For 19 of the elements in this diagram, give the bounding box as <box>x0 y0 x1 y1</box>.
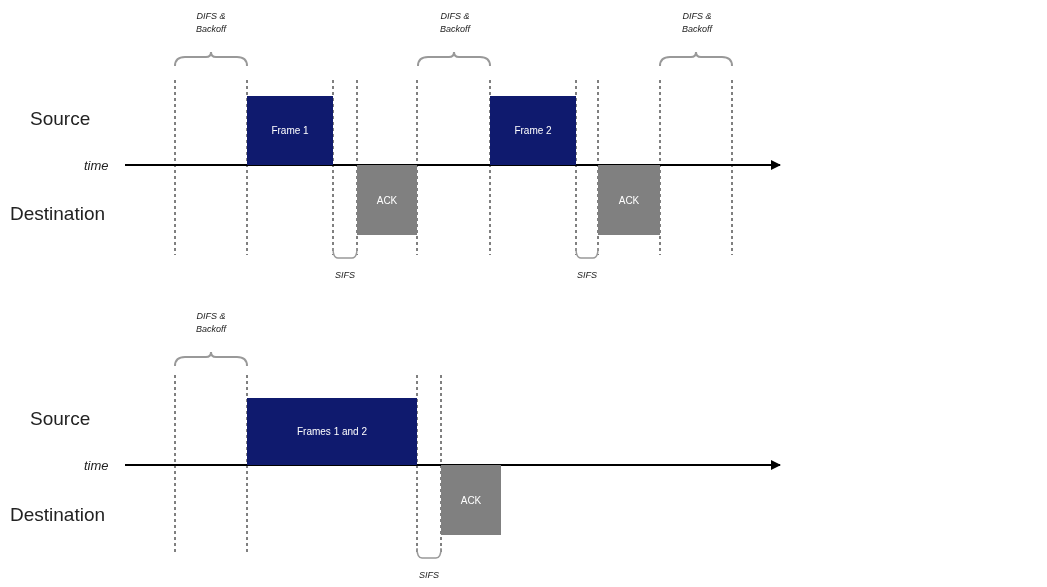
interval-label: DIFS & Backoff <box>439 10 472 36</box>
row-label: Source <box>30 108 91 130</box>
axis-label: time <box>84 158 109 173</box>
row-label: Destination <box>10 504 106 526</box>
ack-block: ACK <box>598 165 660 235</box>
interval-label: SIFS <box>419 570 439 580</box>
row-label: Destination <box>10 203 106 225</box>
interval-label: SIFS <box>335 270 355 280</box>
axis-label: time <box>84 458 109 473</box>
data-frame-block: Frame 1 <box>247 96 333 165</box>
data-frame-block: Frames 1 and 2 <box>247 398 417 465</box>
ack-block: ACK <box>357 165 417 235</box>
interval-label: SIFS <box>577 270 597 280</box>
row-label: Source <box>30 408 91 430</box>
interval-label: DIFS & Backoff <box>681 10 714 36</box>
ack-block: ACK <box>441 465 501 535</box>
interval-label: DIFS & Backoff <box>195 310 228 336</box>
data-frame-block: Frame 2 <box>490 96 576 165</box>
interval-label: DIFS & Backoff <box>195 10 228 36</box>
